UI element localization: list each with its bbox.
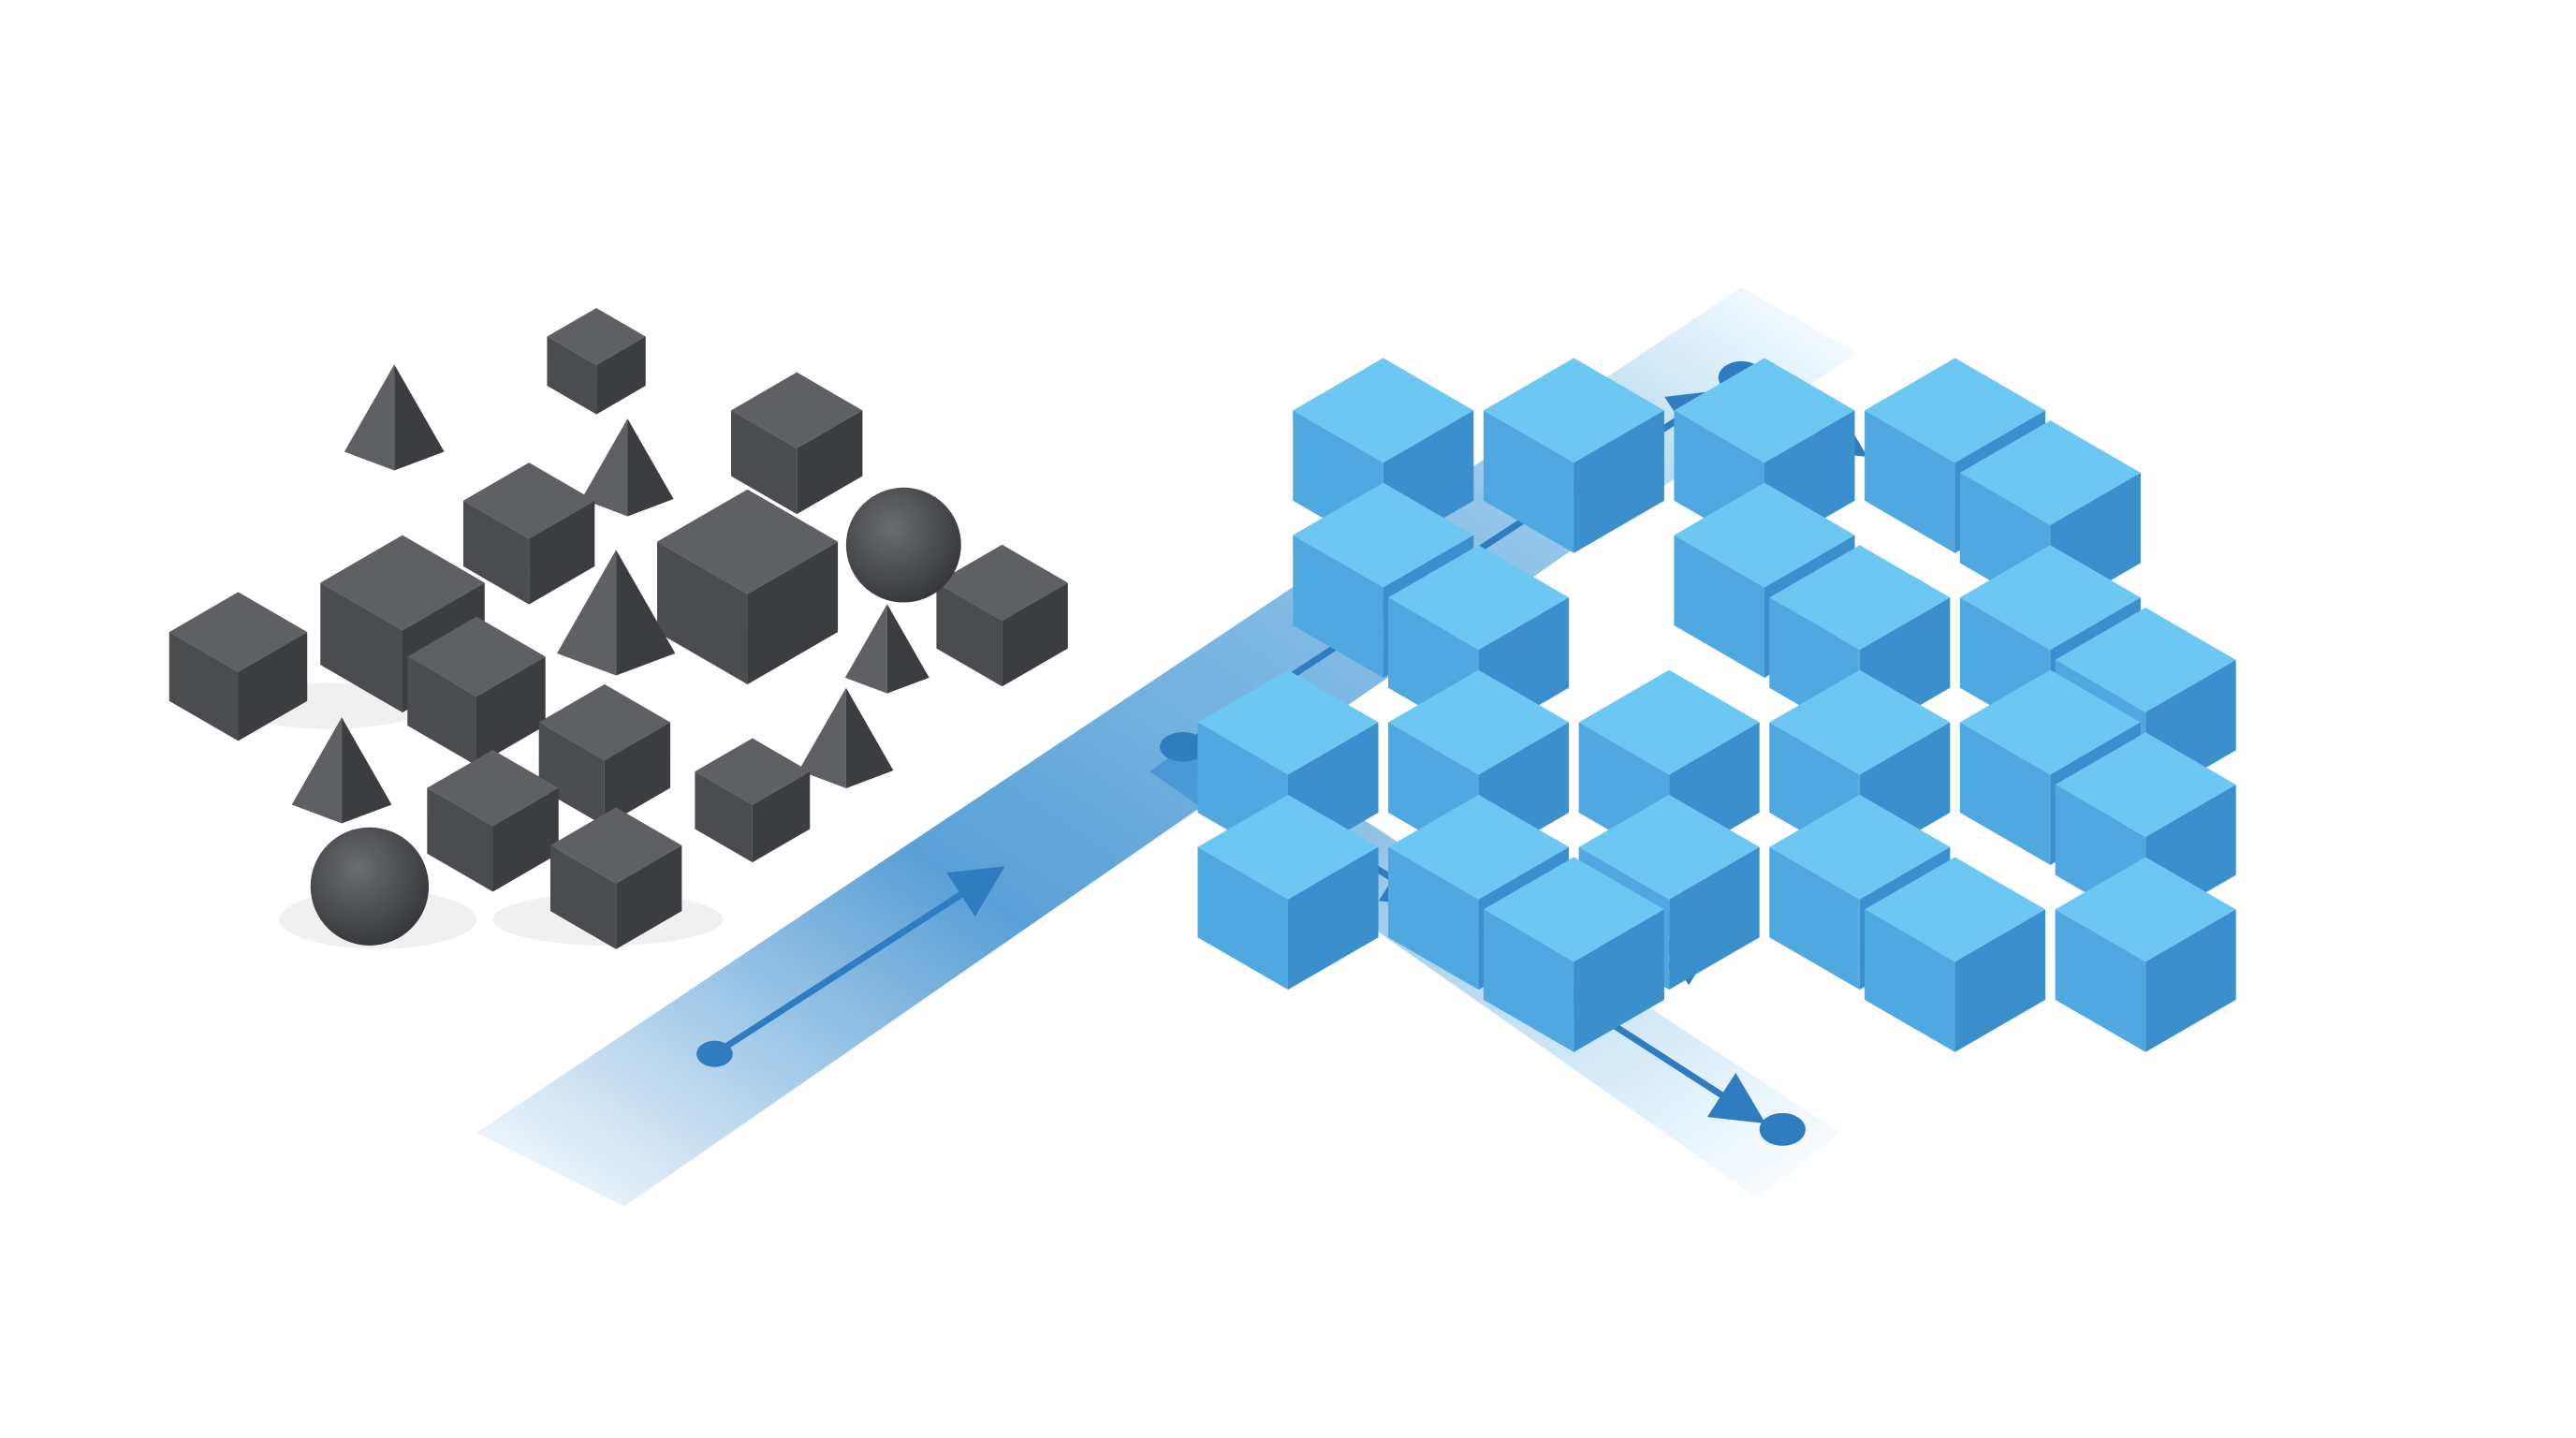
pyramid-face: [581, 418, 628, 517]
pyramid-face: [616, 550, 676, 676]
flow-arrow: [710, 866, 1005, 1058]
pyramid-face: [394, 364, 445, 471]
pyramid-face: [556, 550, 617, 676]
cube-right-face: [1573, 410, 1664, 553]
pyramid-face: [886, 604, 929, 694]
cube-right-face: [616, 845, 682, 949]
flow-node-dot: [696, 1040, 733, 1067]
cube-top-face: [549, 807, 682, 884]
gray-cube: [427, 749, 559, 892]
cube-top-face: [1578, 669, 1760, 775]
cube-right-face: [529, 500, 595, 605]
gray-cube: [731, 372, 863, 515]
cube-right-face: [1669, 846, 1760, 990]
cube-right-face: [1573, 909, 1664, 1052]
blue-cube: [2055, 857, 2236, 1052]
gray-pyramid: [344, 364, 445, 471]
blue-cube-grid: [1197, 358, 2236, 1052]
cube-left-face: [1293, 535, 1383, 678]
cube-right-face: [492, 787, 559, 892]
gray-pyramid: [581, 418, 674, 517]
scattered-gray-shapes: [168, 307, 1068, 949]
cube-left-face: [549, 845, 617, 949]
pyramid-face: [845, 687, 894, 788]
cube-left-face: [320, 582, 402, 712]
cube-right-face: [797, 410, 863, 515]
flow-node-dot: [1759, 1112, 1806, 1146]
cube-right-face: [476, 656, 546, 766]
pyramid-face: [798, 687, 846, 788]
cube-top-face: [1769, 669, 1951, 775]
cube-left-face: [168, 632, 239, 741]
cube-left-face: [547, 336, 597, 415]
blue-cube: [1483, 358, 1664, 553]
cube-left-face: [657, 541, 748, 685]
cube-top-face: [1865, 358, 2046, 463]
pyramid-face: [291, 717, 343, 824]
cube-left-face: [1769, 846, 1860, 990]
blue-cube: [1865, 857, 2046, 1052]
cube-right-face: [1954, 909, 2046, 1052]
cube-right-face: [238, 632, 308, 741]
cube-right-face: [1288, 846, 1379, 990]
cube-top-face: [1959, 545, 2141, 651]
gray-cube: [168, 592, 308, 741]
cube-right-face: [604, 722, 671, 827]
cube-top-face: [1769, 545, 1951, 651]
cube-left-face: [538, 722, 605, 827]
cube-left-face: [1483, 909, 1574, 1052]
cube-right-face: [596, 336, 646, 415]
cube-left-face: [1388, 846, 1479, 990]
gray-sphere: [310, 827, 430, 946]
cube-left-face: [731, 410, 798, 515]
cube-left-face: [1197, 846, 1288, 990]
cube-left-face: [1483, 410, 1574, 553]
cube-top-face: [320, 535, 485, 631]
gray-cube: [407, 616, 546, 766]
cube-left-face: [936, 582, 1003, 687]
gray-cube: [657, 489, 839, 685]
cube-top-face: [1483, 358, 1664, 463]
cube-left-face: [427, 787, 493, 892]
cube-right-face: [1002, 582, 1068, 687]
cube-top-face: [1388, 545, 1570, 651]
cube-left-face: [407, 656, 476, 766]
gray-pyramid: [844, 604, 929, 694]
cube-left-face: [2055, 909, 2146, 1052]
cube-left-face: [1674, 535, 1764, 678]
gray-cube: [538, 683, 671, 827]
flow-node-dot: [1160, 732, 1207, 762]
gray-sphere: [845, 487, 961, 603]
cube-top-face: [2055, 607, 2236, 712]
gray-pyramid: [556, 550, 676, 676]
gray-cube: [462, 462, 595, 605]
flow-arrow: [1593, 1011, 1766, 1123]
cube-left-face: [695, 771, 753, 863]
cube-right-face: [2145, 909, 2236, 1052]
cube-right-face: [747, 541, 839, 685]
cube-left-face: [1959, 722, 2051, 865]
cube-top-face: [1674, 358, 1855, 463]
cube-top-face: [657, 489, 839, 594]
gray-cube: [549, 807, 682, 949]
cube-right-face: [752, 771, 811, 863]
gray-cube: [695, 738, 811, 863]
gray-pyramid: [291, 717, 392, 824]
cube-top-face: [1388, 669, 1570, 775]
cube-top-face: [1959, 669, 2141, 775]
pyramid-face: [344, 364, 395, 471]
blue-cube: [1483, 857, 1664, 1052]
pyramid-face: [342, 717, 392, 824]
gray-cube: [547, 307, 646, 415]
cube-left-face: [462, 500, 530, 605]
pyramid-face: [627, 418, 674, 517]
cube-left-face: [1865, 909, 1955, 1052]
gray-pyramid: [798, 687, 894, 788]
pyramid-face: [844, 604, 887, 694]
cube-left-face: [1865, 410, 1955, 553]
